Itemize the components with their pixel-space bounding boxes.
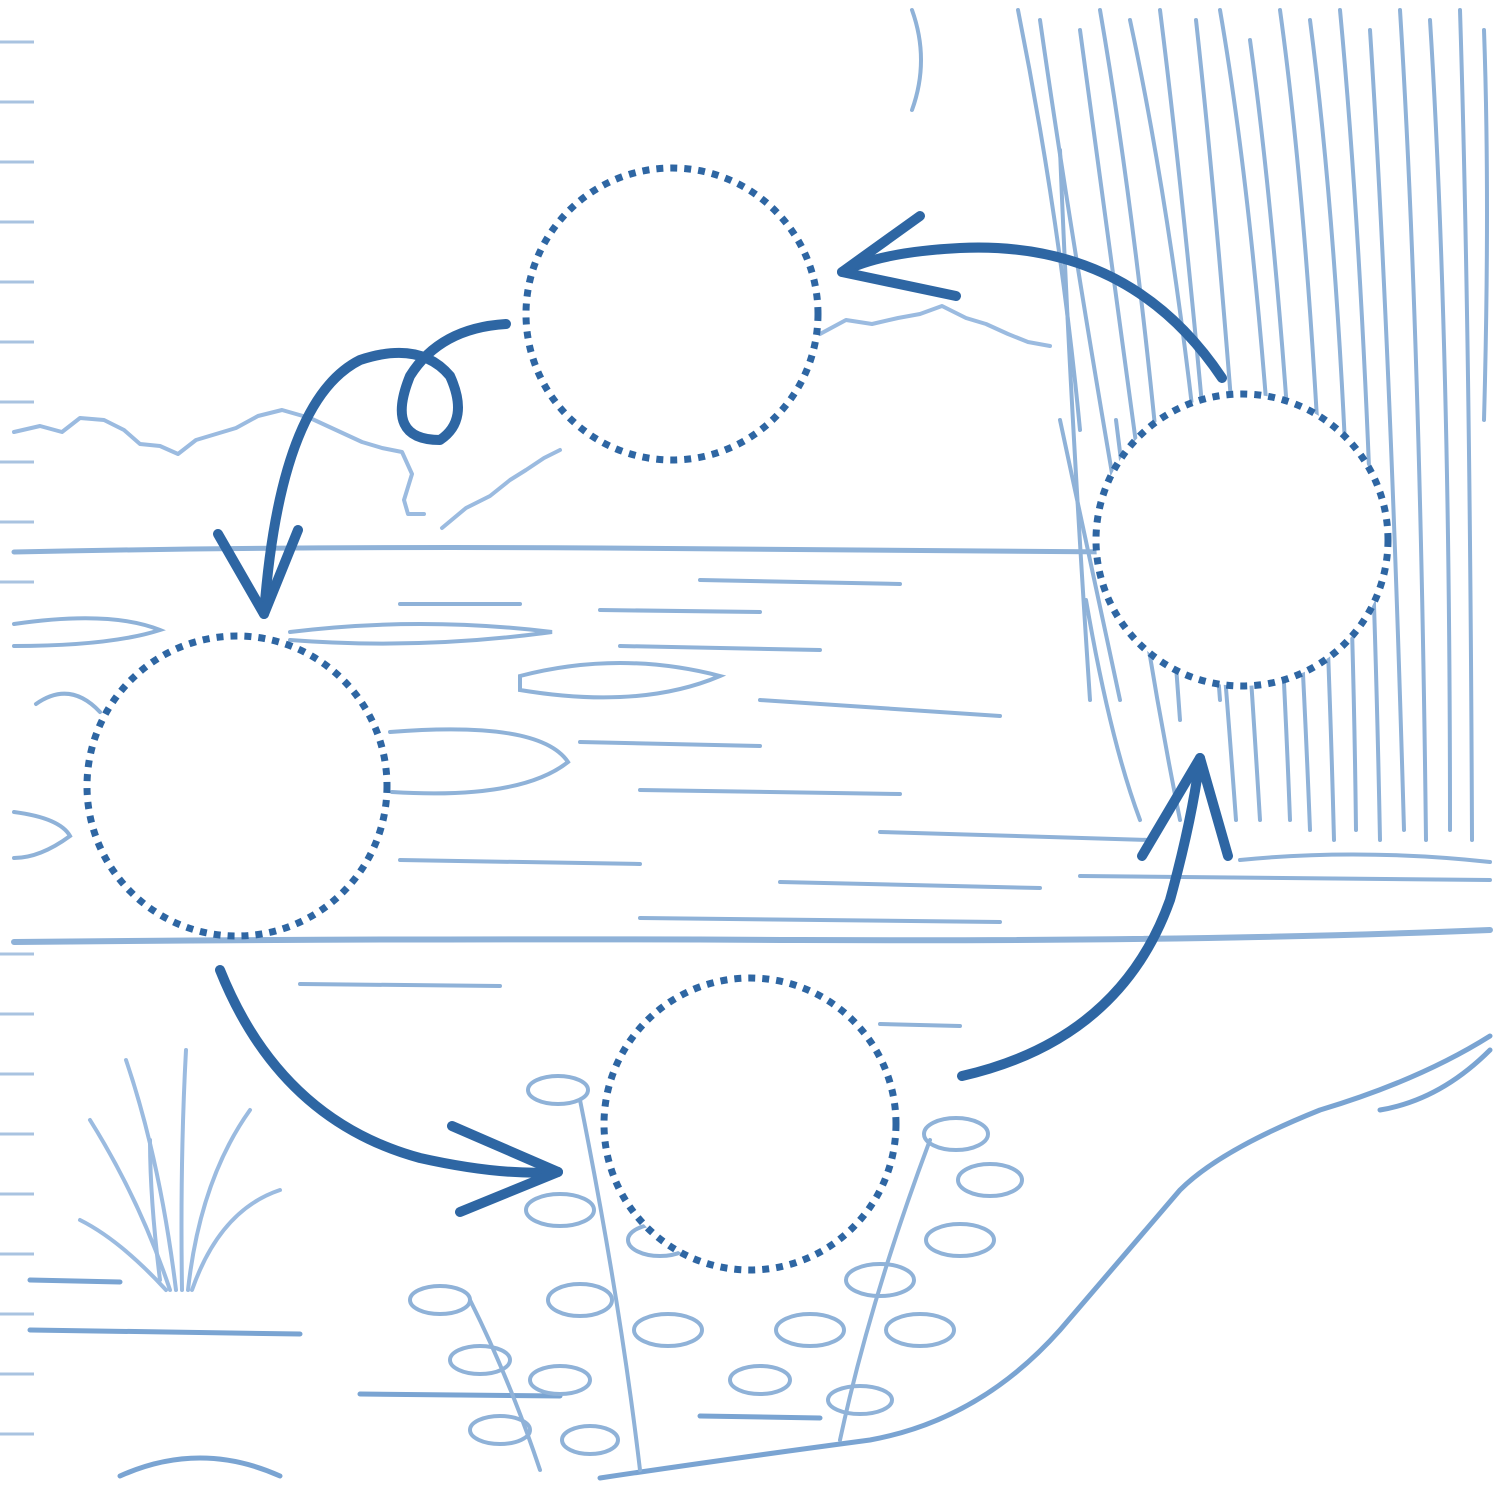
stage-circle-left [87,636,387,936]
arrow-left-to-bottom [220,970,558,1173]
arrowhead-left [218,530,298,614]
arrow-bottom-to-right [962,758,1200,1076]
reeds [80,1050,280,1290]
stage-circle-top [526,168,818,460]
stage-circle-bottom [604,978,896,1270]
page-edge-ticks [0,42,34,1434]
arrow-top-to-left [264,324,506,614]
arrow-right-to-top [842,248,1222,378]
stage-circle-right [1096,394,1388,686]
